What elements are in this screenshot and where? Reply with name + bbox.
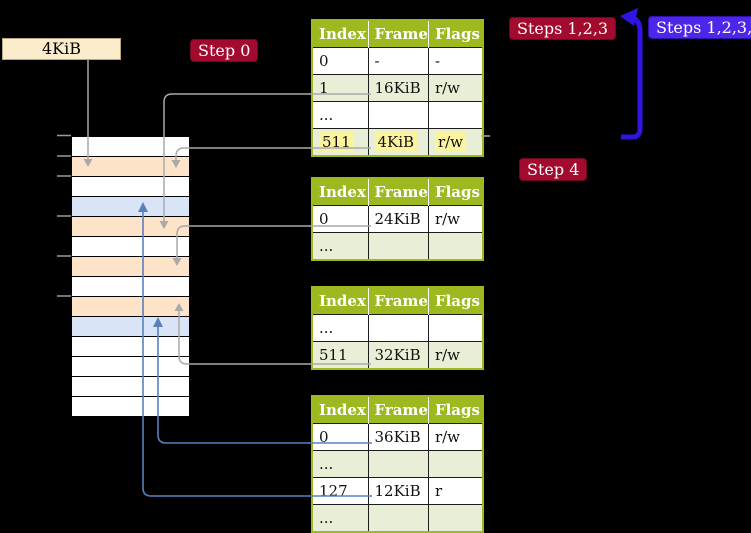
table-cell: 127 [311, 477, 369, 505]
table-cell: 24KiB [367, 205, 429, 233]
steps-123-badge: Steps 1,2,3 [509, 17, 617, 40]
memory-strip-row-14 [72, 396, 189, 416]
table-cell [367, 314, 429, 342]
memory-strip-row-12 [72, 356, 189, 376]
table-row: ... [311, 101, 484, 129]
table-cell: 1 [311, 74, 369, 102]
memory-strip-row-8 [72, 276, 189, 296]
table-cell: 0 [311, 423, 369, 451]
table-cell: ... [311, 232, 369, 261]
column-header-frame: Frame [367, 20, 429, 48]
memory-strip-row-1 [72, 136, 189, 156]
callout-4kib: 4KiB [2, 38, 121, 60]
column-header-frame: Frame [367, 178, 429, 206]
memory-strip [71, 136, 190, 417]
memory-strip-row-11 [72, 336, 189, 356]
arrowhead-recursive-loop [620, 8, 638, 26]
column-header-flags: Flags [427, 287, 484, 315]
memory-strip-row-9 [72, 296, 189, 316]
table-cell: r/w [427, 423, 484, 451]
column-header-index: Index [312, 287, 368, 315]
table-cell: 511 [311, 341, 369, 370]
column-header-frame: Frame [367, 287, 429, 315]
table-cell: r/w [427, 74, 484, 102]
table-cell: r [427, 477, 484, 505]
column-header-flags: Flags [427, 178, 484, 206]
table-cell: 4KiB [367, 128, 429, 157]
memory-strip-row-7 [72, 256, 189, 276]
table-cell: 32KiB [367, 341, 429, 370]
column-header-index: Index [312, 178, 368, 206]
table-cell: 16KiB [367, 74, 429, 102]
highlighted-value: r/w [434, 132, 467, 152]
table-cell: 0 [311, 205, 369, 233]
memory-strip-row-4 [72, 196, 189, 216]
table-cell [367, 232, 429, 261]
column-header-frame: Frame [367, 396, 429, 424]
table-cell: ... [311, 314, 369, 342]
table-row: 0-- [311, 47, 484, 75]
table-cell: ... [311, 101, 369, 129]
column-header-index: Index [312, 396, 368, 424]
recursive-loop-arrow [621, 15, 643, 140]
table-cell: - [367, 47, 429, 75]
highlighted-value: 511 [319, 132, 354, 152]
table-cell: ... [311, 450, 369, 478]
steps-1234-badge: Steps 1,2,3,4 [648, 16, 751, 39]
memory-strip-row-3 [72, 176, 189, 196]
table-cell: 0 [311, 47, 369, 75]
memory-strip-row-13 [72, 376, 189, 396]
memory-strip-row-10 [72, 316, 189, 336]
highlighted-value: 4KiB [374, 132, 418, 152]
table-row: ... [311, 314, 484, 342]
table-cell: 12KiB [367, 477, 429, 505]
memory-strip-row-2 [72, 156, 189, 176]
table-cell [427, 314, 484, 342]
step-4-badge: Step 4 [519, 158, 588, 181]
column-header-flags: Flags [427, 396, 484, 424]
column-header-flags: Flags [427, 20, 484, 48]
table-cell: r/w [427, 341, 484, 370]
table-cell: 511 [311, 128, 369, 157]
table-cell: - [427, 47, 484, 75]
table-row: ... [311, 232, 484, 261]
strip-ticks [57, 134, 71, 297]
column-header-index: Index [312, 20, 368, 48]
table-cell [427, 450, 484, 478]
memory-strip-row-5 [72, 216, 189, 236]
table-cell [427, 101, 484, 129]
table-cell [367, 450, 429, 478]
memory-strip-row-6 [72, 236, 189, 256]
step-0-badge: Step 0 [190, 39, 259, 62]
table-cell: r/w [427, 205, 484, 233]
table-cell: 36KiB [367, 423, 429, 451]
table-cell [427, 232, 484, 261]
table-row: ... [311, 450, 484, 478]
table-cell: r/w [427, 128, 484, 157]
table-row: 511 4KiB r/w [311, 128, 484, 157]
table-cell [367, 101, 429, 129]
